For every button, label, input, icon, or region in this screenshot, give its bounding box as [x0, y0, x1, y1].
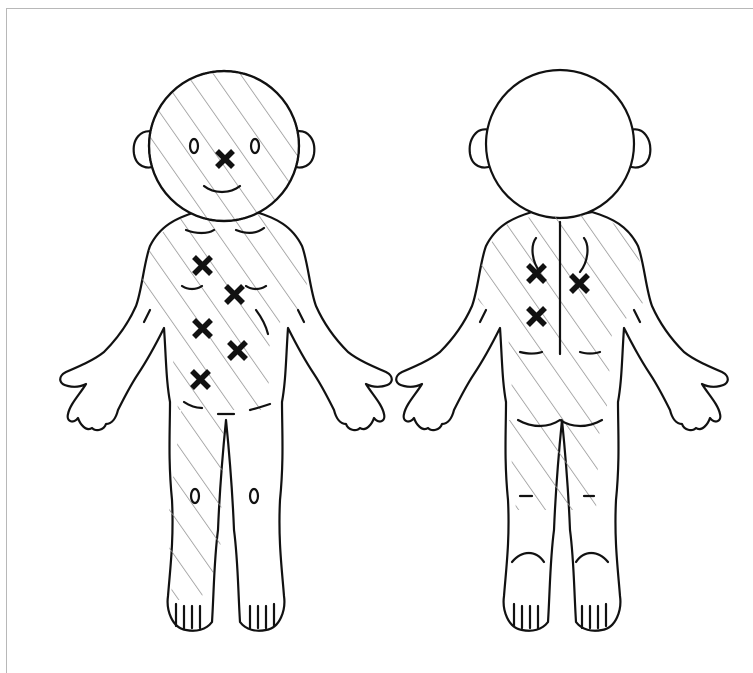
back-head — [486, 70, 634, 218]
front-figure — [60, 60, 400, 660]
back-figure — [396, 70, 728, 631]
